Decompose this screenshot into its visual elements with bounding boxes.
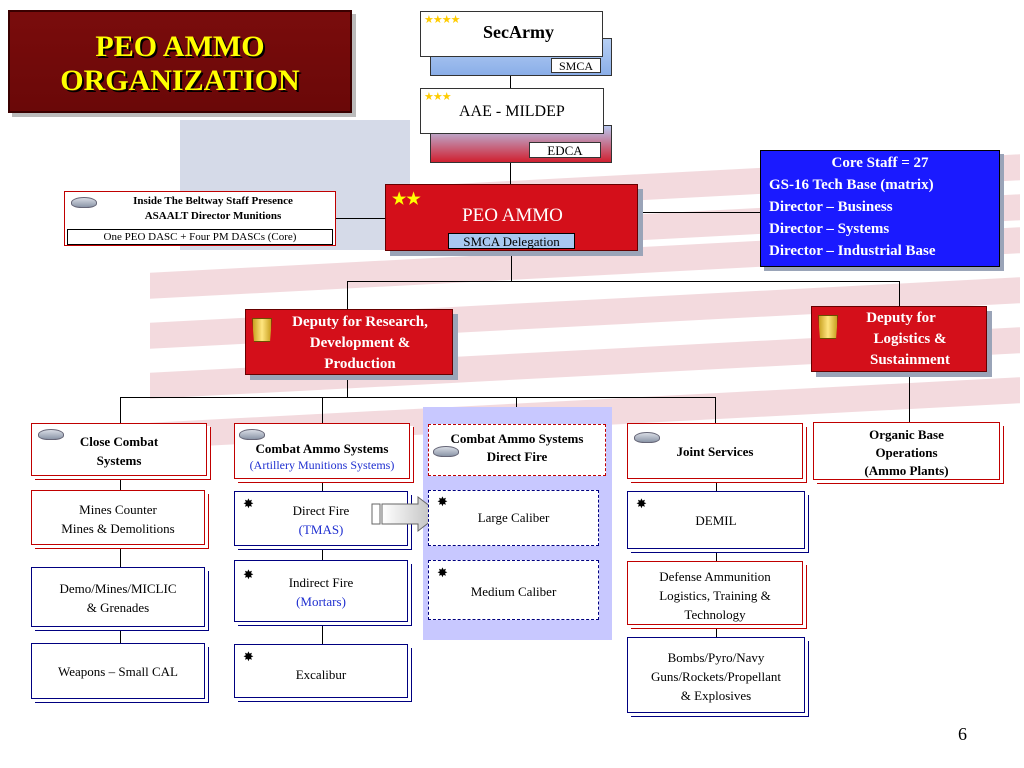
edca-label: EDCA bbox=[529, 142, 601, 158]
defense-line-3: Technology bbox=[684, 607, 746, 622]
combat-ammo-title: Combat Ammo Systems bbox=[255, 441, 389, 456]
bombs-pyro-box: Bombs/Pyro/Navy Guns/Rockets/Propellant … bbox=[627, 637, 805, 713]
medium-caliber-box: ✸ Medium Caliber bbox=[428, 560, 599, 620]
large-caliber-label: Large Caliber bbox=[477, 510, 550, 525]
beltway-line-1: Inside The Beltway Staff Presence bbox=[133, 195, 293, 207]
direct-fire-title-2: Direct Fire bbox=[486, 449, 548, 464]
page-number: 6 bbox=[958, 724, 967, 744]
oak-leaf-icon: ✸ bbox=[243, 649, 254, 664]
eagle-insignia-icon bbox=[239, 429, 265, 440]
demo-mines-box: Demo/Mines/MICLIC & Grenades bbox=[31, 567, 205, 627]
two-star-icon: ★★ bbox=[392, 191, 421, 208]
direct-fire-header-box: Combat Ammo Systems Direct Fire bbox=[428, 424, 606, 476]
weapons-small-cal-box: Weapons – Small CAL bbox=[31, 643, 205, 699]
bombs-line-3: & Explosives bbox=[680, 688, 752, 703]
core-staff-line-3: Director – Business bbox=[769, 199, 893, 215]
core-staff-line-4: Director – Systems bbox=[769, 221, 890, 237]
peo-ammo-box: ★★ PEO AMMO SMCA Delegation bbox=[385, 184, 638, 251]
deputy-ls-line-2: Logistics & bbox=[873, 331, 947, 347]
defense-line-1: Defense Ammunition bbox=[659, 569, 771, 584]
demil-box: ✸ DEMIL bbox=[627, 491, 805, 549]
mines-counter-box: Mines Counter Mines & Demolitions bbox=[31, 490, 205, 545]
colonel-bar-icon bbox=[252, 318, 272, 342]
indirect-fire-box: ✸ Indirect Fire (Mortars) bbox=[234, 560, 408, 622]
organic-line-3: (Ammo Plants) bbox=[864, 463, 949, 478]
oak-leaf-icon: ✸ bbox=[243, 567, 254, 582]
eagle-insignia-icon bbox=[71, 197, 97, 208]
eagle-insignia-icon bbox=[634, 432, 660, 443]
demo-line-1: Demo/Mines/MICLIC bbox=[59, 581, 177, 596]
defense-ammunition-box: Defense Ammunition Logistics, Training &… bbox=[627, 561, 803, 625]
smca-delegation-label: SMCA Delegation bbox=[448, 233, 575, 249]
close-combat-box: Close Combat Systems bbox=[31, 423, 207, 476]
deputy-ls-box: Deputy for Logistics & Sustainment bbox=[811, 306, 987, 372]
deputy-rdp-line-1: Deputy for Research, bbox=[292, 314, 428, 330]
four-star-icon: ★★★★ bbox=[424, 14, 460, 26]
secarmy-label: SecArmy bbox=[483, 22, 554, 42]
excalibur-label: Excalibur bbox=[295, 667, 347, 682]
secarmy-box: ★★★★ SecArmy bbox=[420, 11, 603, 57]
combat-ammo-box: Combat Ammo Systems (Artillery Munitions… bbox=[234, 423, 410, 479]
slide-title: PEO AMMO ORGANIZATION bbox=[8, 10, 352, 113]
demil-label: DEMIL bbox=[695, 513, 737, 528]
oak-leaf-icon: ✸ bbox=[243, 496, 254, 511]
oak-leaf-icon: ✸ bbox=[636, 496, 647, 511]
aae-mildep-label: AAE - MILDEP bbox=[459, 103, 565, 120]
medium-caliber-label: Medium Caliber bbox=[470, 584, 557, 599]
deputy-ls-line-3: Sustainment bbox=[869, 352, 951, 368]
smca-label: SMCA bbox=[551, 58, 601, 73]
title-line-2: ORGANIZATION bbox=[60, 64, 300, 97]
three-star-icon: ★★★ bbox=[424, 91, 452, 103]
core-staff-line-5: Director – Industrial Base bbox=[769, 243, 936, 259]
mines-line-1: Mines Counter bbox=[79, 502, 157, 517]
beltway-line-3: One PEO DASC + Four PM DASCs (Core) bbox=[67, 229, 333, 245]
title-line-1: PEO AMMO bbox=[95, 30, 265, 63]
bombs-line-1: Bombs/Pyro/Navy bbox=[667, 650, 765, 665]
close-combat-title-1: Close Combat bbox=[79, 434, 159, 449]
colonel-bar-icon bbox=[818, 315, 838, 339]
oak-leaf-icon: ✸ bbox=[437, 565, 448, 580]
deputy-rdp-line-2: Development & bbox=[309, 335, 411, 351]
indirect-line-2: (Mortars) bbox=[296, 594, 346, 609]
peo-ammo-label: PEO AMMO bbox=[462, 205, 563, 226]
organic-line-1: Organic Base bbox=[869, 427, 944, 442]
joint-services-box: Joint Services bbox=[627, 423, 803, 479]
tmas-line-1: Direct Fire bbox=[292, 503, 350, 518]
eagle-insignia-icon bbox=[38, 429, 64, 440]
core-staff-line-2: GS-16 Tech Base (matrix) bbox=[769, 177, 934, 193]
tmas-line-2: (TMAS) bbox=[298, 522, 344, 537]
deputy-rdp-line-3: Production bbox=[324, 356, 396, 372]
indirect-line-1: Indirect Fire bbox=[288, 575, 354, 590]
large-caliber-box: ✸ Large Caliber bbox=[428, 490, 599, 546]
joint-services-title: Joint Services bbox=[676, 444, 754, 459]
direct-fire-title-1: Combat Ammo Systems bbox=[450, 431, 584, 446]
excalibur-box: ✸ Excalibur bbox=[234, 644, 408, 698]
bombs-line-2: Guns/Rockets/Propellant bbox=[651, 669, 781, 684]
weapons-line-1: Weapons – Small CAL bbox=[58, 664, 178, 679]
combat-ammo-subtitle: (Artillery Munitions Systems) bbox=[249, 458, 395, 472]
demo-line-2: & Grenades bbox=[86, 600, 150, 615]
mines-line-2: Mines & Demolitions bbox=[61, 521, 175, 536]
organic-line-2: Operations bbox=[875, 445, 938, 460]
deputy-ls-line-1: Deputy for bbox=[866, 310, 936, 326]
beltway-line-2: ASAALT Director Munitions bbox=[144, 210, 282, 222]
beltway-staff-box: Inside The Beltway Staff Presence ASAALT… bbox=[64, 191, 336, 246]
close-combat-title-2: Systems bbox=[96, 453, 142, 468]
core-staff-line-1: Core Staff = 27 bbox=[831, 155, 929, 171]
defense-line-2: Logistics, Training & bbox=[659, 588, 771, 603]
core-staff-box: Core Staff = 27 GS-16 Tech Base (matrix)… bbox=[760, 150, 1000, 267]
oak-leaf-icon: ✸ bbox=[437, 494, 448, 509]
eagle-insignia-icon bbox=[433, 446, 459, 457]
aae-mildep-box: ★★★ AAE - MILDEP bbox=[420, 88, 604, 134]
deputy-rdp-box: Deputy for Research, Development & Produ… bbox=[245, 309, 453, 375]
organic-base-box: Organic Base Operations (Ammo Plants) bbox=[813, 422, 1000, 480]
